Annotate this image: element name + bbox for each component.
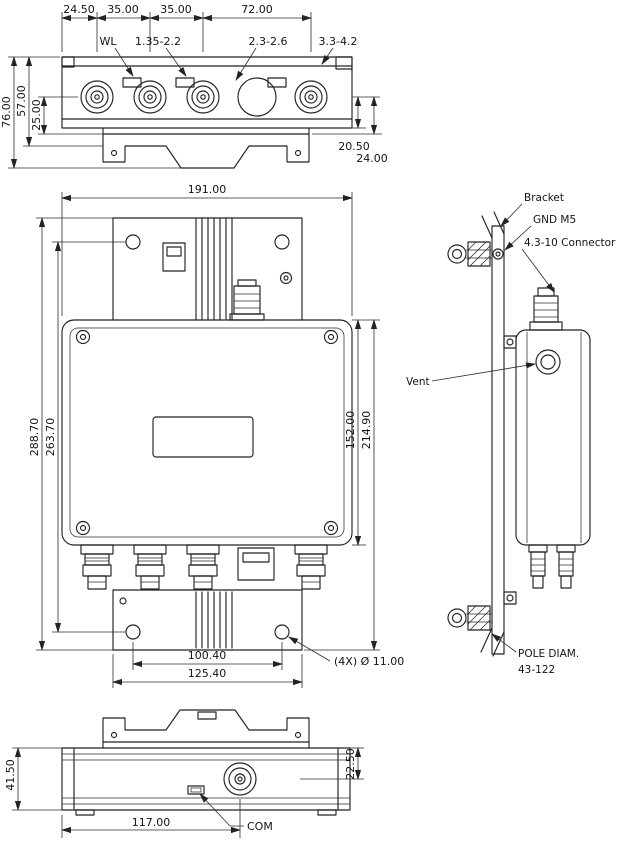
front-dim-100-40: 100.40	[188, 649, 227, 662]
com-port	[187, 785, 205, 795]
vent	[535, 349, 561, 375]
bottom-dim-22-50: 22.50	[344, 748, 357, 780]
gnd-m5-screw	[492, 248, 504, 260]
bottom-dim-41-50: 41.50	[4, 759, 17, 791]
top-dim-35-00-b: 35.00	[160, 3, 192, 16]
front-enclosure	[61, 319, 353, 546]
callout-pole-diam-2: 43-122	[518, 664, 555, 676]
top-dim-76-00: 76.00	[0, 96, 13, 128]
product-label-area	[152, 416, 254, 458]
top-dim-57-00: 57.00	[15, 85, 28, 117]
side-callouts: Bracket GND M5 4.3-10 Connector Vent POL…	[406, 192, 616, 676]
side-top-connector	[529, 287, 563, 331]
top-view-dimensions: 24.50 35.00 35.00 72.00 76.00 57.00 25.0…	[0, 3, 388, 169]
side-bottom-connectors	[528, 544, 576, 589]
callout-bracket: Bracket	[524, 192, 564, 204]
top-view-connectors	[80, 77, 328, 117]
vent-port-circle	[237, 77, 277, 117]
top-view: 24.50 35.00 35.00 72.00 76.00 57.00 25.0…	[0, 3, 388, 169]
front-dim-125-40: 125.40	[188, 667, 227, 680]
front-connectors	[80, 544, 328, 590]
front-dim-191-00: 191.00	[188, 183, 227, 196]
front-top-connector	[229, 279, 265, 321]
callout-band2: 2.3-2.6	[249, 35, 288, 48]
bottom-connector	[223, 762, 257, 796]
top-view-callouts: WL 1.35-2.2 2.3-2.6 3.3-4.2	[99, 35, 358, 81]
callout-gnd-m5: GND M5	[533, 214, 576, 226]
callout-4310-connector: 4.3-10 Connector	[524, 237, 616, 249]
top-view-body	[61, 56, 353, 129]
bottom-body	[61, 747, 351, 816]
front-dim-214-90: 214.90	[360, 411, 373, 450]
top-dim-35-00-a: 35.00	[107, 3, 139, 16]
bottom-dim-117-00: 117.00	[132, 816, 171, 829]
front-dim-288-70: 288.70	[28, 418, 41, 457]
side-body	[515, 329, 591, 546]
callout-vent: Vent	[406, 376, 430, 388]
front-dimensions: 191.00 288.70 263.70 152.00 214.90 100.4…	[28, 183, 404, 688]
front-top-bracket	[112, 217, 303, 321]
side-view: Bracket GND M5 4.3-10 Connector Vent POL…	[406, 192, 616, 676]
callout-wl: WL	[99, 35, 117, 48]
top-dim-25-00: 25.00	[30, 99, 43, 131]
bottom-dimensions: 41.50 22.50 117.00 COM	[4, 747, 364, 838]
top-dim-24-00: 24.00	[356, 152, 388, 165]
front-bottom-bracket	[112, 589, 303, 651]
callout-band3: 3.3-4.2	[319, 35, 358, 48]
side-pole-clamps	[447, 241, 492, 631]
bottom-bracket	[102, 709, 310, 749]
top-view-bracket	[102, 127, 310, 169]
bottom-view: 41.50 22.50 117.00 COM	[4, 709, 364, 838]
front-dim-263-70: 263.70	[44, 418, 57, 457]
top-dim-24-50: 24.50	[63, 3, 95, 16]
callout-pole-diam-1: POLE DIAM.	[518, 648, 579, 660]
hole-callout: (4X) Ø 11.00	[334, 655, 404, 668]
side-bracket	[480, 211, 517, 657]
top-dim-72-00: 72.00	[241, 3, 273, 16]
callout-band1: 1.35-2.2	[135, 35, 181, 48]
front-view: 191.00 288.70 263.70 152.00 214.90 100.4…	[28, 183, 404, 688]
gnd-screw	[279, 271, 293, 285]
top-dim-20-50: 20.50	[338, 140, 370, 153]
front-dim-152-00: 152.00	[344, 411, 357, 450]
callout-com: COM	[247, 820, 273, 833]
